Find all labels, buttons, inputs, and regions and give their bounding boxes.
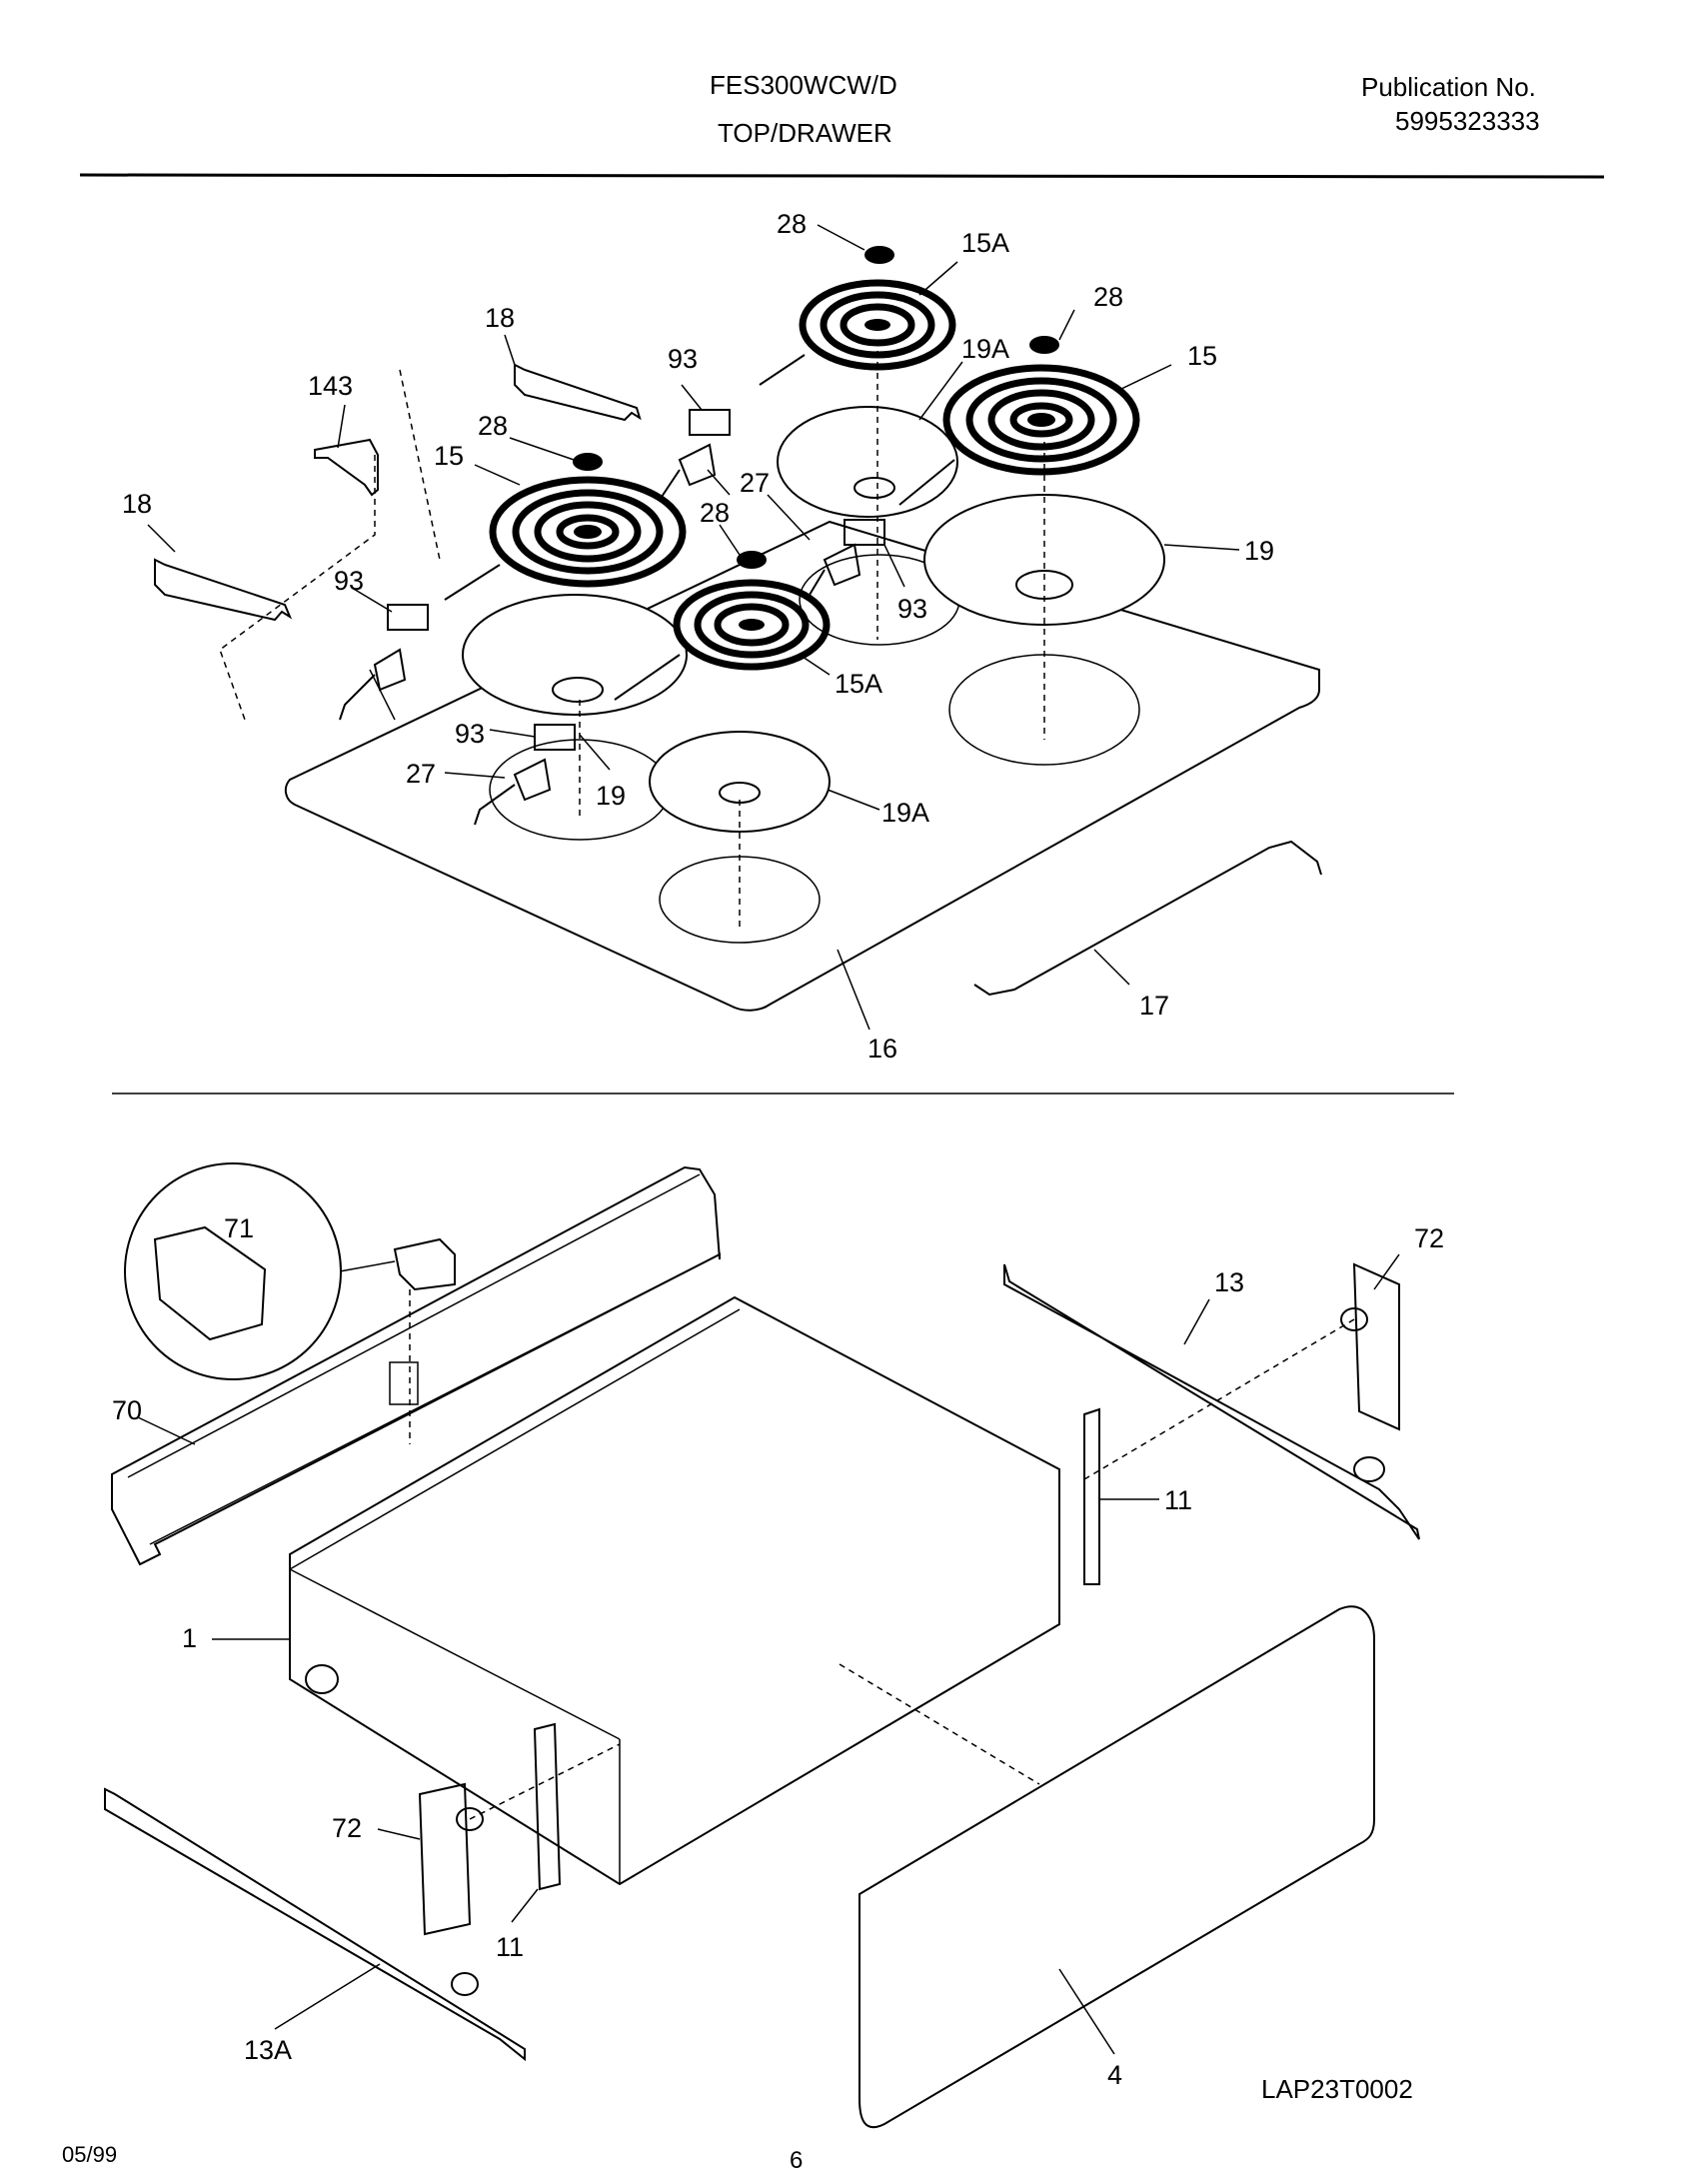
callout-19a: 19A	[881, 798, 929, 828]
callout-15a: 15A	[835, 669, 882, 699]
frame-slot	[389, 1361, 419, 1405]
trim-28-a	[864, 246, 894, 264]
footer-date: 05/99	[62, 2142, 118, 2167]
wire-harness-27-c	[809, 543, 861, 596]
callout-93: 93	[334, 566, 364, 596]
callout-71: 71	[224, 1213, 254, 1243]
surface-element-15-left	[489, 476, 687, 588]
callout-17: 17	[1139, 991, 1169, 1021]
drawer-roller	[305, 1664, 339, 1694]
publication-number: 5995323333	[1395, 106, 1540, 136]
drip-bowl-19-right	[923, 494, 1165, 626]
callout-13a: 13A	[244, 2035, 292, 2065]
bracket-72-right	[1352, 1262, 1400, 1431]
trim-28-b	[1029, 336, 1059, 354]
callout-1: 1	[182, 1623, 197, 1653]
drawing-code: LAP23T0002	[1261, 2074, 1413, 2104]
wire-harness-27-d	[474, 758, 552, 826]
terminal-block-93-a	[689, 409, 731, 436]
publication-label: Publication No.	[1361, 72, 1536, 102]
guide-11-left	[533, 1722, 562, 1891]
callout-11: 11	[496, 1932, 524, 1962]
bracket-18-front	[154, 558, 293, 622]
rod-17	[973, 840, 1322, 997]
cooktop-top	[284, 520, 1320, 1012]
callout-93: 93	[897, 594, 927, 624]
callout-27: 27	[406, 759, 436, 789]
callout-72: 72	[1414, 1223, 1444, 1253]
drawer-body-1	[289, 1295, 1060, 1886]
guide-11-right	[1083, 1407, 1100, 1585]
callout-4: 4	[1107, 2060, 1122, 2090]
wire-harness-27-a	[659, 443, 717, 501]
callout-27: 27	[740, 468, 770, 498]
drawer-panel-4	[858, 1605, 1375, 2129]
section-title: TOP/DRAWER	[718, 118, 892, 148]
bracket-143	[314, 438, 379, 497]
callout-93: 93	[668, 344, 698, 374]
surface-element-15-right	[942, 364, 1140, 476]
trim-28-d	[737, 551, 767, 569]
header-rule	[79, 173, 1605, 179]
wire-harness-27-b	[339, 648, 407, 721]
callout-11: 11	[1164, 1485, 1192, 1515]
terminal-block-93-d	[534, 724, 576, 751]
callout-19a: 19A	[961, 334, 1009, 364]
clip	[393, 1237, 456, 1291]
callout-15: 15	[434, 441, 464, 471]
rail-13	[1003, 1263, 1420, 1540]
rail-13a	[104, 1787, 526, 2062]
bracket-18-rear	[514, 363, 642, 422]
callout-13: 13	[1214, 1267, 1244, 1297]
callout-15: 15	[1187, 341, 1217, 371]
terminal-block-93-b	[387, 604, 429, 631]
callout-28: 28	[700, 498, 730, 528]
terminal-block-93-c	[844, 519, 885, 546]
clip-detail	[153, 1225, 267, 1341]
callout-18: 18	[485, 303, 515, 333]
drip-bowl-19a-rear	[777, 406, 958, 518]
callout-15a: 15A	[961, 228, 1009, 258]
callout-28: 28	[777, 209, 807, 239]
drip-bowl-19-left	[462, 594, 688, 716]
callout-28: 28	[1093, 282, 1123, 312]
drip-bowl-hole	[552, 677, 604, 703]
callout-143: 143	[308, 371, 353, 401]
callout-18: 18	[122, 489, 152, 519]
callout-16: 16	[867, 1034, 897, 1064]
callout-19: 19	[596, 781, 626, 811]
page-number: 6	[790, 2147, 804, 2174]
trim-28-c	[573, 453, 603, 471]
callout-28: 28	[478, 411, 508, 441]
surface-element-15a-front	[673, 579, 831, 671]
callout-93: 93	[455, 719, 485, 749]
callout-19: 19	[1244, 536, 1274, 566]
callout-72: 72	[332, 1813, 362, 1843]
callout-70: 70	[112, 1395, 142, 1425]
surface-element-15a-rear	[799, 279, 956, 371]
model-number: FES300WCW/D	[710, 70, 897, 100]
bracket-72-left	[418, 1782, 472, 1936]
drip-bowl-hole	[854, 477, 895, 499]
